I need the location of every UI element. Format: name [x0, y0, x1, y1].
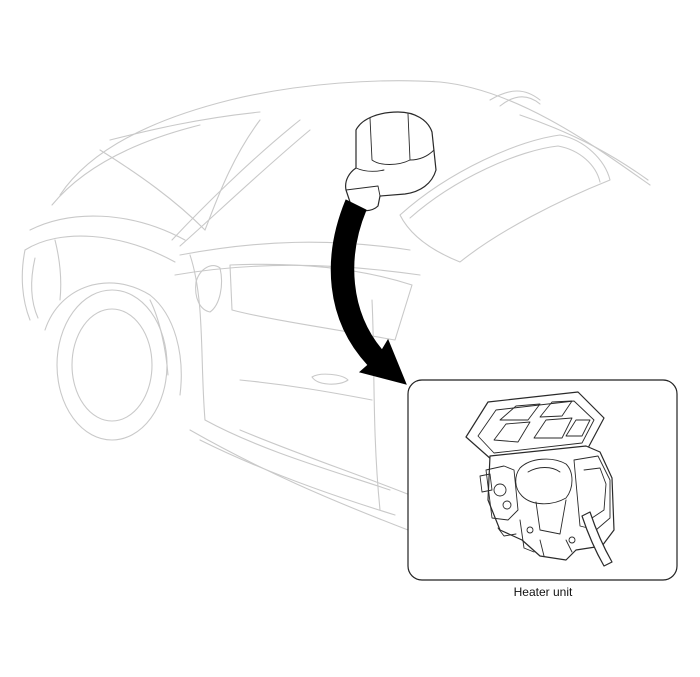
location-arrow: [330, 199, 407, 385]
heater-unit-in-vehicle: [345, 111, 437, 212]
heater-unit-label: Heater unit: [513, 585, 573, 599]
heater-unit-detail-illustration: [465, 391, 615, 567]
car-outline: [21, 80, 651, 531]
